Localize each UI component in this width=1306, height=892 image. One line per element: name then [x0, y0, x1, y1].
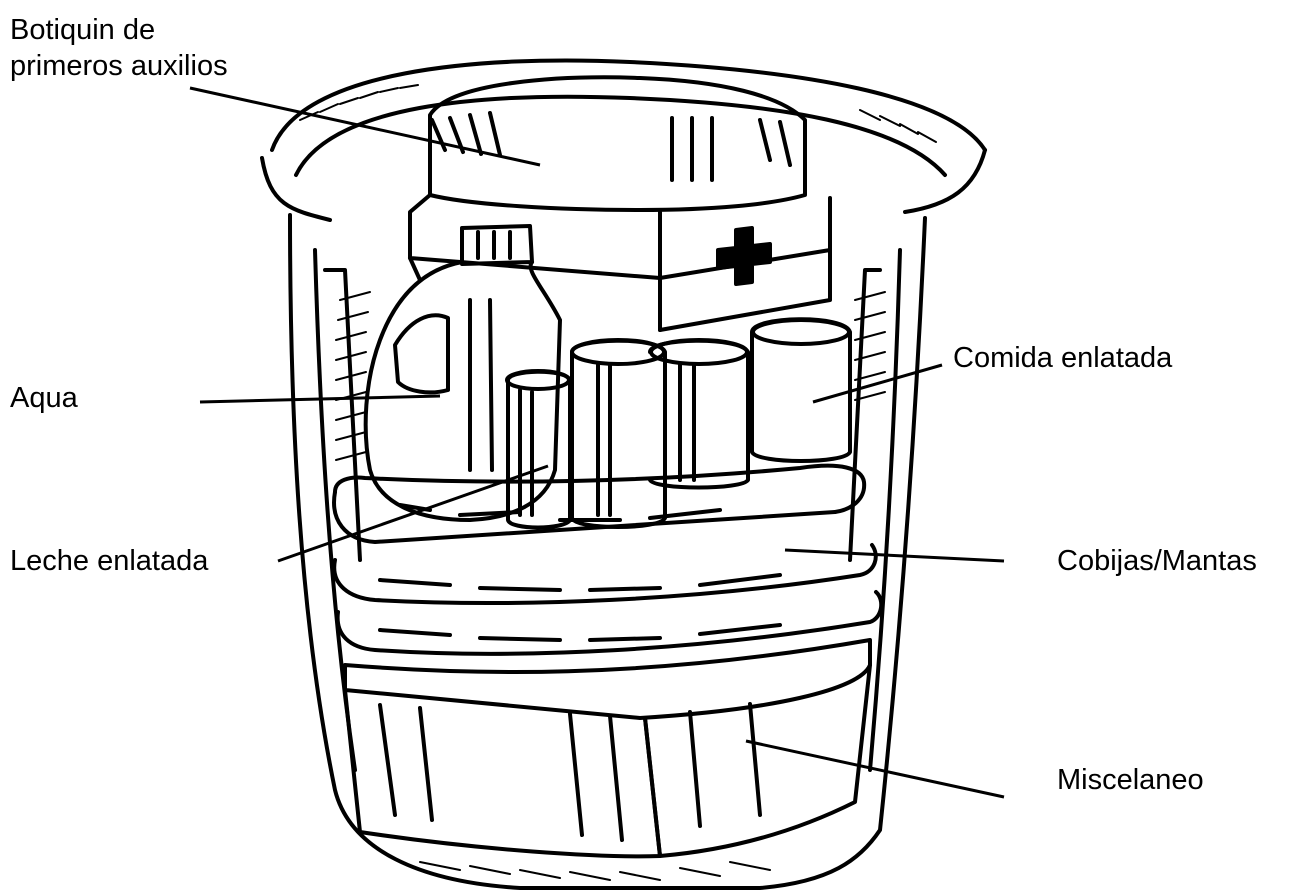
red-cross-symbol [718, 228, 770, 284]
misc-box [345, 640, 870, 856]
label-first-aid-line2: primeros auxilios [10, 48, 228, 84]
canned-milk [507, 371, 570, 528]
label-miscellaneous: Miscelaneo [1057, 762, 1204, 798]
label-first-aid-line1: Botiquin de [10, 12, 228, 48]
leader-line-canned [813, 365, 942, 402]
label-water: Aqua [10, 380, 78, 416]
label-canned-milk: Leche enlatada [10, 543, 208, 579]
canned-food [572, 319, 850, 527]
bucket-rim [262, 60, 985, 220]
blankets [334, 466, 881, 654]
label-canned-food: Comida enlatada [953, 340, 1172, 376]
label-first-aid-kit: Botiquin de primeros auxilios [10, 12, 228, 84]
leader-line-misc [746, 741, 1004, 797]
label-blankets: Cobijas/Mantas [1057, 543, 1257, 579]
leader-line-blankets [785, 550, 1004, 561]
first-aid-kit [410, 77, 830, 330]
